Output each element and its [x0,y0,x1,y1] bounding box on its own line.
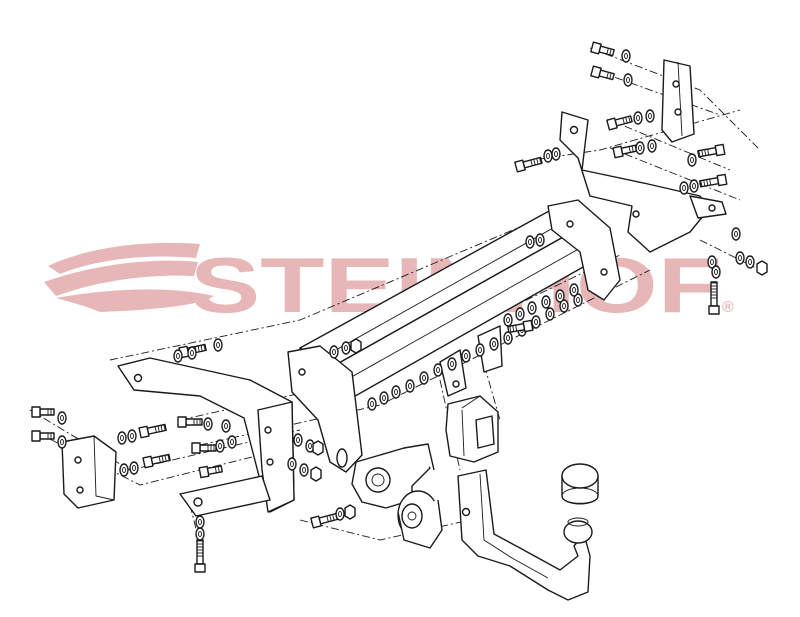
washer [329,345,339,359]
washer [117,431,127,445]
bolt [191,442,217,454]
ball-lock-mechanism [445,395,499,463]
washer [195,527,205,541]
washer [187,346,197,360]
washer [745,255,755,269]
washer [735,251,745,265]
washer [689,179,699,193]
washer [503,313,513,327]
washer [195,515,205,529]
nut [756,260,768,276]
nut [344,504,356,520]
tow-ball-neck [457,469,593,601]
bolt [177,416,203,428]
washer [213,338,223,352]
bolt [699,173,728,188]
nut [310,466,322,482]
washer [535,233,545,247]
washer [633,111,643,125]
bolt [590,41,615,57]
washer [731,227,741,241]
washer [551,147,561,161]
washer [203,417,213,431]
tow-ball-cover [561,463,599,505]
washer [559,299,569,313]
bolt [194,539,206,573]
washer [127,429,137,443]
bolt [606,115,633,131]
bolt [507,319,534,334]
bolt [697,143,726,158]
washer [405,379,415,393]
bolt [198,465,223,479]
washer [555,289,565,303]
washer [573,293,583,307]
washer [119,463,129,477]
washer [489,337,499,351]
bolt [310,512,339,529]
washer [711,265,721,279]
washer [687,153,697,167]
crossbar-beam [287,199,621,473]
bolt [612,144,639,159]
right-mounting-plate [661,59,695,143]
washer [335,507,345,521]
washer [531,315,541,329]
washer [433,363,443,377]
washer [299,463,309,477]
nut [312,440,324,456]
washer [215,439,225,453]
bolt [590,65,615,81]
washer [503,331,513,345]
washer [341,341,351,355]
bolt [142,453,171,469]
washer [707,255,717,269]
registered-mark: ® [722,299,734,316]
bolt [514,156,543,173]
washer [569,283,579,297]
washer [379,391,389,405]
washer [57,411,67,425]
left-mounting-plate [61,435,117,509]
washer [461,349,471,363]
washer [293,433,303,447]
washer [545,307,555,321]
steinhof-logo-swoosh [44,242,214,312]
washer [391,385,401,399]
washer [679,181,689,195]
washer [525,235,535,249]
washer [227,435,237,449]
washer [543,149,553,163]
washer [647,139,657,153]
bolt [31,430,55,442]
washer [57,435,67,449]
washer [541,295,551,309]
washer [447,357,457,371]
washer [419,371,429,385]
washer [515,307,525,321]
left-side-bracket [117,357,295,517]
washer [221,419,231,433]
washer [527,301,537,315]
bolt [31,406,55,418]
washer [287,457,297,471]
washer [635,141,645,155]
right-side-bracket [559,111,727,253]
washer [367,397,377,411]
washer [173,349,183,363]
washer [621,49,631,63]
bolt [708,281,720,315]
washer [645,109,655,123]
washer [475,343,485,357]
washer [623,73,633,87]
nut [350,338,362,354]
electrical-socket [397,490,443,549]
bolt-sets [31,41,768,573]
washer [129,461,139,475]
bolt [138,423,167,439]
